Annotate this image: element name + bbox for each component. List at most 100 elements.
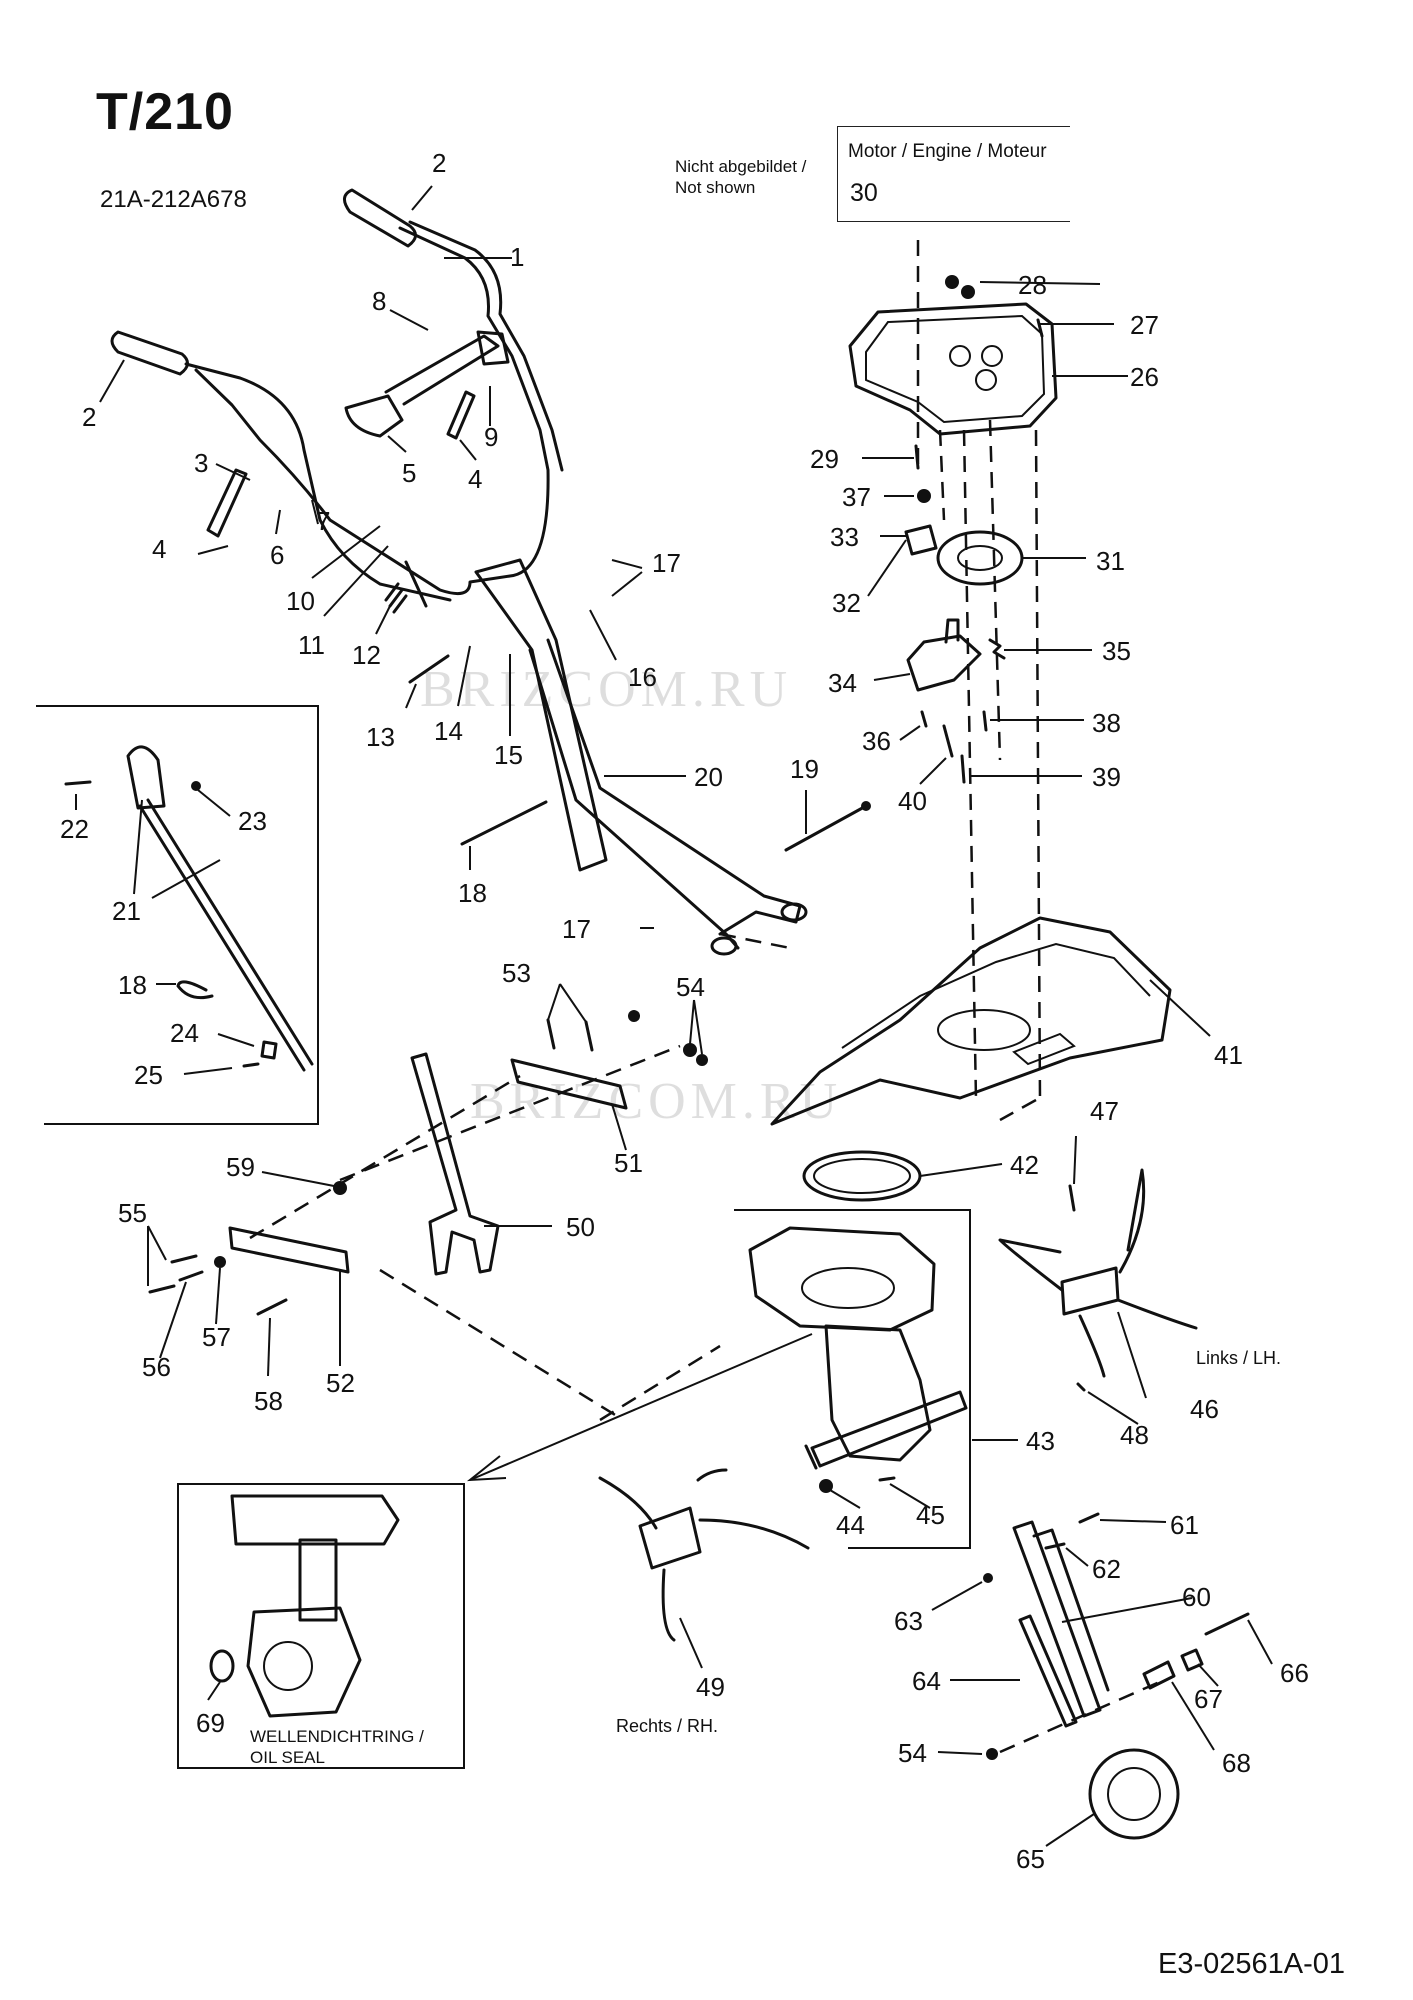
shield-slot: [1012, 1032, 1076, 1066]
shield-opening: [937, 1009, 1031, 1051]
handlebar-upper: [194, 226, 550, 596]
rod-19: [784, 804, 868, 852]
tine-49-blade-c: [661, 1568, 676, 1642]
cover-hole-b: [981, 345, 1003, 367]
nut-54a: [628, 1010, 640, 1022]
rod-19-nut: [861, 801, 871, 811]
shield-to-gearbox-dash: [999, 1098, 1037, 1122]
rod-18: [460, 800, 548, 846]
tine-shield-41: [770, 916, 1172, 1202]
callout-5: 5: [402, 458, 416, 488]
bolt-40: [942, 724, 954, 758]
callout-48: 48: [1120, 1420, 1149, 1450]
gearbox-detail-gear: [263, 1641, 313, 1691]
callout-23: 23: [238, 806, 267, 836]
gasket-42-inner: [813, 1158, 911, 1194]
callout-40: 40: [898, 786, 927, 816]
callout-18: 18: [118, 970, 147, 1000]
model-number: 21A-212A678: [100, 186, 247, 213]
callout-66: 66: [1280, 1658, 1309, 1688]
not-shown-label: Nicht abgebildet / Not shown: [675, 156, 806, 198]
callout-57: 57: [202, 1322, 231, 1352]
callout-68: 68: [1222, 1748, 1251, 1778]
gearbox-bore: [801, 1267, 895, 1309]
bolt-61: [1078, 1512, 1100, 1524]
shift-lever-housing: [126, 745, 166, 810]
shift-rod-21b: [138, 804, 306, 1072]
wheel-bracket-60b: [1032, 1528, 1110, 1692]
bolt-55b: [148, 1284, 176, 1294]
shield-body: [770, 916, 1172, 1126]
callout-54: 54: [676, 972, 705, 1002]
frame-tube-end-b: [780, 902, 808, 922]
screw-22: [64, 780, 92, 786]
bolt-66: [1204, 1612, 1250, 1636]
tine-49-blade-b: [698, 1518, 810, 1550]
callout-36: 36: [862, 726, 891, 756]
gearbox-pointer-head: [466, 1455, 507, 1482]
callout-45: 45: [916, 1500, 945, 1530]
spring-11: [404, 560, 428, 608]
callout-7: 7: [316, 506, 330, 536]
nut-28b: [961, 285, 975, 299]
axis-engine-2: [938, 429, 946, 521]
callout-56: 56: [142, 1352, 171, 1382]
gearbox-detail-column: [298, 1538, 338, 1622]
bolt-62: [1044, 1542, 1066, 1550]
callout-69: 69: [196, 1708, 225, 1738]
frame-column: [460, 558, 871, 956]
callout-16: 16: [628, 662, 657, 692]
callout-10: 10: [286, 586, 315, 616]
watermark-top: BRIZCOM.RU: [420, 661, 793, 718]
tine-46-blade-c: [1116, 1298, 1198, 1330]
bolt-13: [408, 654, 450, 684]
wheel-axis: [999, 1678, 1165, 1754]
shift-rod-21: [146, 798, 314, 1066]
callout-53: 53: [502, 958, 531, 988]
knob-24: [260, 1040, 278, 1060]
bolt-56: [178, 1270, 204, 1282]
callout-39: 39: [1092, 762, 1121, 792]
callout-17: 17: [652, 548, 681, 578]
callout-60: 60: [1182, 1582, 1211, 1612]
clamp-upper: [476, 330, 510, 366]
bolt-53a: [546, 1018, 556, 1050]
handlebar-assembly: [110, 188, 564, 684]
nut-59: [333, 1181, 347, 1195]
left-hand-label: Links / LH.: [1196, 1348, 1282, 1368]
nut-63: [983, 1573, 993, 1583]
stake-axis-3: [379, 1268, 621, 1420]
cover-26: [848, 302, 1058, 436]
gearbox-detail: [209, 1494, 400, 1718]
cover-hole-a: [949, 345, 971, 367]
wheel-65: [1088, 1748, 1180, 1840]
callout-14: 14: [434, 716, 463, 746]
callout-37: 37: [842, 482, 871, 512]
tine-46-blade-d: [1078, 1314, 1106, 1378]
gearbox-pointer-line: [469, 1333, 813, 1481]
cover-26-rim: [865, 314, 1046, 424]
callout-2: 2: [432, 148, 446, 178]
callout-65: 65: [1016, 1844, 1045, 1874]
engine-label: Motor / Engine / Moteur: [848, 141, 1047, 162]
spring-12: [384, 582, 408, 614]
callout-15: 15: [494, 740, 523, 770]
engine-number: 30: [850, 179, 878, 207]
bolt-36: [920, 710, 928, 728]
depth-stake-assembly: [148, 1010, 721, 1422]
nut-54c: [696, 1054, 708, 1066]
stake-axis-2: [249, 1074, 521, 1240]
callout-35: 35: [1102, 636, 1131, 666]
model-title: T/210: [96, 83, 234, 141]
cross-brace: [384, 334, 500, 406]
callout-42: 42: [1010, 1150, 1039, 1180]
nut-23: [191, 781, 201, 791]
callout-46: 46: [1190, 1394, 1219, 1424]
callout-25: 25: [134, 1060, 163, 1090]
callout-4: 4: [468, 464, 482, 494]
callout-12: 12: [352, 640, 381, 670]
callout-20: 20: [694, 762, 723, 792]
engine-mount-assembly: [848, 240, 1058, 1101]
shield-link-dash: [719, 932, 791, 950]
